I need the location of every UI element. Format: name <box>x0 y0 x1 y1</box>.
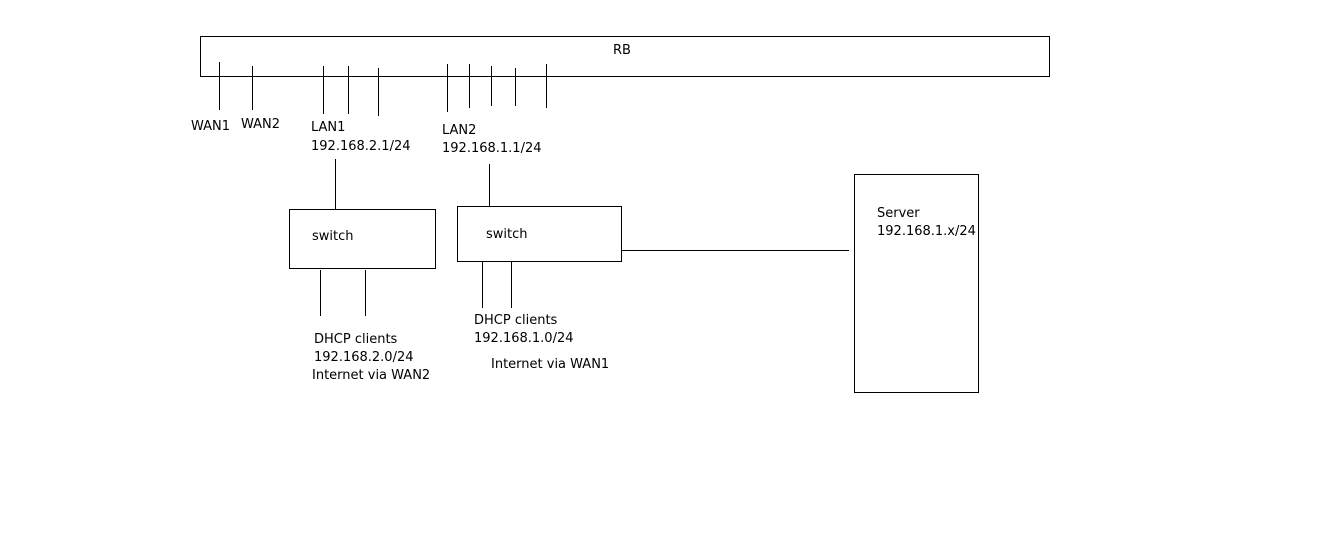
wan2-label: WAN2 <box>241 117 280 132</box>
clients-left-subnet: 192.168.2.0/24 <box>314 350 414 365</box>
clients-right-subnet: 192.168.1.0/24 <box>474 331 574 346</box>
clients-right-internet: Internet via WAN1 <box>491 357 609 372</box>
clients-left-title: DHCP clients <box>314 332 398 347</box>
lan2-label: LAN2 <box>442 123 476 138</box>
switch-left-box <box>289 209 436 269</box>
server-ip: 192.168.1.x/24 <box>877 224 976 239</box>
switch-left-label: switch <box>312 229 354 244</box>
clients-left-internet: Internet via WAN2 <box>312 368 430 383</box>
router-box <box>200 36 1050 77</box>
lan2-ip: 192.168.1.1/24 <box>442 141 542 156</box>
clients-right-title: DHCP clients <box>474 313 558 328</box>
wan1-label: WAN1 <box>191 119 230 134</box>
switch-right-box <box>457 206 622 262</box>
router-label: RB <box>613 43 631 58</box>
server-box <box>854 174 979 393</box>
switch-right-label: switch <box>486 227 528 242</box>
lan1-label: LAN1 <box>311 120 345 135</box>
lan1-ip: 192.168.2.1/24 <box>311 139 411 154</box>
server-label: Server <box>877 206 920 221</box>
